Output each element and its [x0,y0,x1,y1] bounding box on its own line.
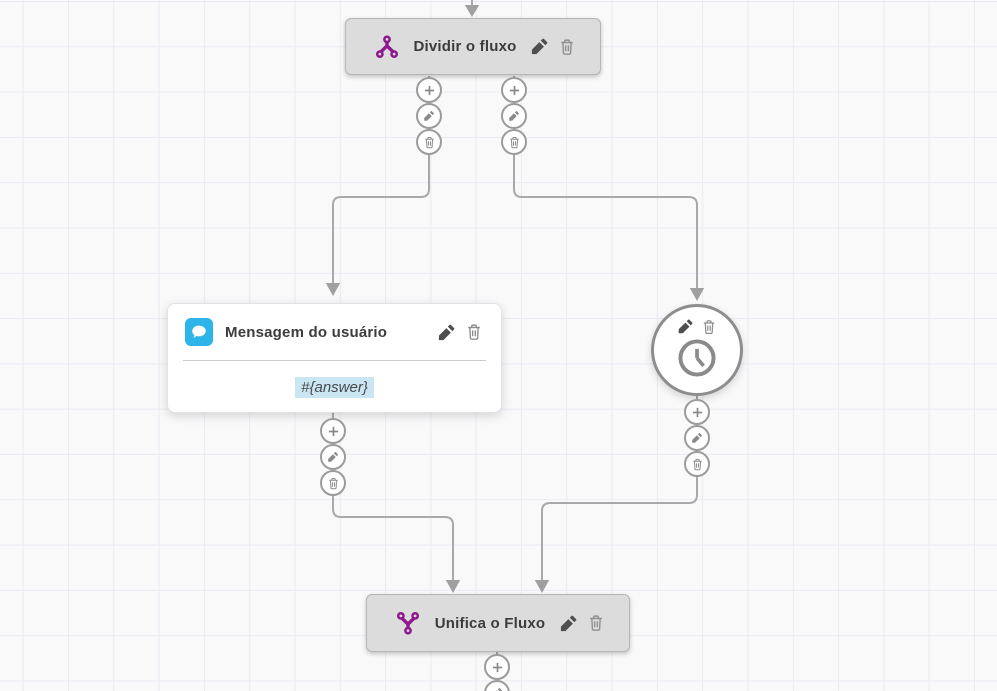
delete-node-button[interactable] [701,319,717,335]
delete-connection-button[interactable] [320,470,346,496]
delete-connection-button[interactable] [684,451,710,477]
trash-icon [558,38,576,56]
merge-icon [395,610,421,636]
trash-icon [587,614,605,632]
trash-icon [691,458,704,471]
connector-arrowhead [689,288,705,301]
add-connection-button[interactable] [484,654,510,680]
node-title: Mensagem do usuário [225,323,388,341]
node-user-message[interactable]: Mensagem do usuário #{answer} [167,303,502,413]
port-actions [416,77,442,155]
delete-connection-button[interactable] [501,129,527,155]
trash-icon [423,136,436,149]
plus-icon [326,424,341,439]
delete-node-button[interactable] [558,38,576,56]
delete-connection-button[interactable] [416,129,442,155]
variable-chip: #{answer} [295,376,374,398]
connector-arrowhead [534,580,550,593]
edit-node-button[interactable] [559,614,578,633]
connector-path [541,396,698,581]
edit-node-button[interactable] [530,37,549,56]
port-actions [501,77,527,155]
edit-node-button[interactable] [677,318,694,335]
connector-path [513,76,698,289]
trash-icon [465,323,483,341]
delete-node-button[interactable] [587,614,605,632]
plus-icon [490,660,505,675]
node-header: Mensagem do usuário [168,304,501,360]
trash-icon [508,136,521,149]
node-title: Unifica o Fluxo [434,614,546,632]
node-merge-flow[interactable]: Unifica o Fluxo [366,594,630,652]
edit-connection-button[interactable] [320,444,346,470]
pencil-icon [677,318,694,335]
plus-icon [507,83,522,98]
connector-path [332,413,454,581]
connector-arrowhead [464,5,480,17]
connector-path [332,76,430,284]
pencil-icon [423,110,435,122]
node-split-flow[interactable]: Dividir o fluxo [345,18,601,75]
add-connection-button[interactable] [416,77,442,103]
edit-connection-button[interactable] [416,103,442,129]
pencil-icon [530,37,549,56]
clock-icon [676,337,718,379]
edit-node-button[interactable] [437,323,456,342]
pencil-icon [508,110,520,122]
split-icon [374,34,400,60]
edit-connection-button[interactable] [484,680,510,691]
pencil-icon [691,432,703,444]
plus-icon [422,83,437,98]
port-actions [684,399,710,477]
edit-connection-button[interactable] [501,103,527,129]
node-divider [183,360,486,361]
connector-arrowhead [325,283,341,296]
node-timer[interactable] [651,304,743,396]
port-actions [320,418,346,496]
port-actions [484,654,510,691]
trash-icon [327,477,340,490]
add-connection-button[interactable] [684,399,710,425]
pencil-icon [437,323,456,342]
node-header [677,318,717,335]
pencil-icon [491,687,503,691]
chat-bubble-icon [185,318,213,346]
pencil-icon [559,614,578,633]
trash-icon [701,319,717,335]
node-body: #{answer} [168,361,501,413]
node-title: Dividir o fluxo [413,38,517,55]
add-connection-button[interactable] [501,77,527,103]
add-connection-button[interactable] [320,418,346,444]
connector-arrowhead [445,580,461,593]
plus-icon [690,405,705,420]
edit-connection-button[interactable] [684,425,710,451]
delete-node-button[interactable] [465,323,483,341]
pencil-icon [327,451,339,463]
